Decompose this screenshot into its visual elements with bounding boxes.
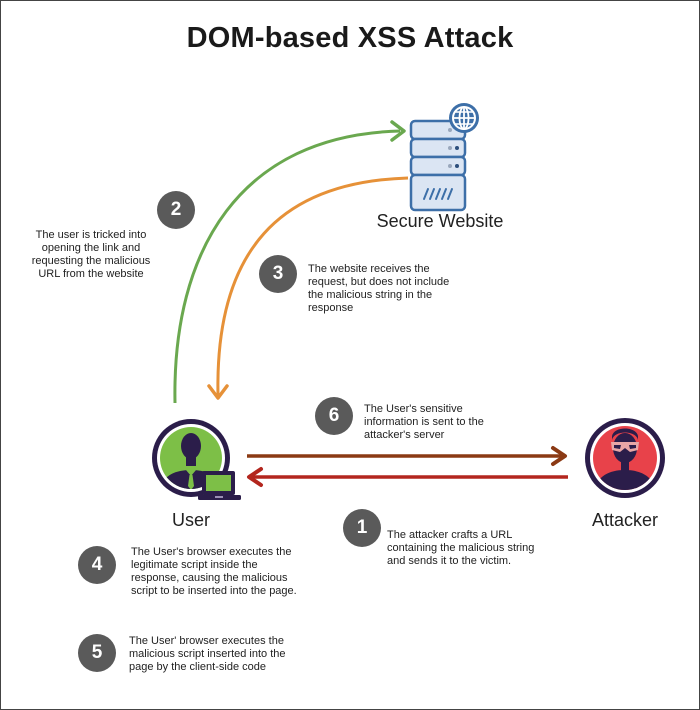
user-label: User bbox=[171, 510, 210, 530]
arrow-server-to-user bbox=[207, 176, 409, 400]
globe-icon bbox=[449, 103, 479, 133]
arrowhead-red bbox=[247, 467, 263, 487]
step-3-badge: 3 bbox=[259, 255, 297, 293]
arrowhead-orange bbox=[207, 384, 229, 400]
step-1-text: The attacker crafts a URL containing the… bbox=[387, 529, 535, 567]
step-2-text: The user is tricked into opening the lin… bbox=[31, 229, 151, 280]
server-icon bbox=[409, 119, 467, 212]
step-6-text: The User's sensitive information is sent… bbox=[364, 403, 484, 441]
step-3-text: The website receives the request, but do… bbox=[308, 263, 450, 314]
arrowhead-green bbox=[390, 120, 406, 142]
step-5-badge: 5 bbox=[78, 634, 116, 672]
step-5-text: The User' browser executes the malicious… bbox=[129, 635, 286, 673]
diagram-title: DOM-based XSS Attack bbox=[186, 22, 514, 54]
server-label: Secure Website bbox=[376, 211, 504, 231]
laptop-icon bbox=[198, 471, 241, 500]
step-1-badge: 1 bbox=[343, 509, 381, 547]
attacker-icon bbox=[585, 418, 665, 498]
arrow-attacker-to-user bbox=[247, 467, 568, 487]
arrow-user-to-server bbox=[173, 120, 406, 404]
step-2-badge: 2 bbox=[157, 191, 195, 229]
arrowhead-brown bbox=[551, 446, 567, 466]
arrow-user-to-attacker bbox=[247, 446, 567, 466]
attacker-label: Attacker bbox=[591, 510, 659, 530]
step-4-badge: 4 bbox=[78, 546, 116, 584]
step-4-text: The User's browser executes the legitima… bbox=[131, 546, 297, 597]
step-6-badge: 6 bbox=[315, 397, 353, 435]
